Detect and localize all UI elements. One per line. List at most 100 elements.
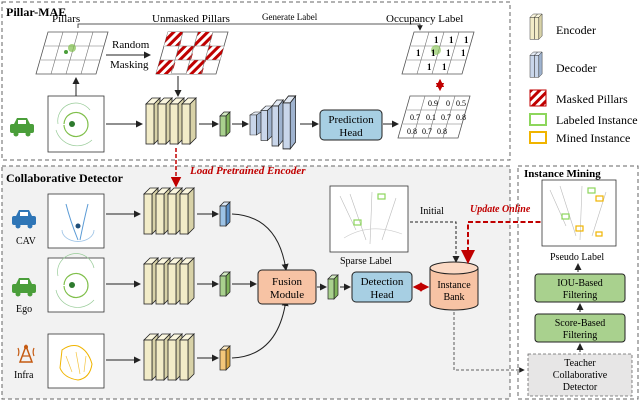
- instance-mining-panel: [517, 165, 639, 400]
- pred-cell: 0.8: [456, 113, 466, 122]
- lidar-thumbnail-cav: [47, 193, 105, 249]
- collaborative-detector-title: Collaborative Detector: [6, 171, 124, 185]
- detection-head: [351, 271, 413, 303]
- cav-label: CAV: [16, 236, 37, 247]
- occ-cell: 1: [416, 48, 421, 58]
- infra-tower-icon: [17, 343, 35, 363]
- unmasked-pillars-grid: [155, 31, 229, 75]
- instance-mining-title: Instance Mining: [524, 168, 601, 180]
- update-online-arrow: [461, 221, 548, 264]
- pred-cell: 0.7: [410, 113, 420, 122]
- decoder-pillar-mae: [249, 95, 297, 150]
- prediction-grid: 0.9 0 0.5 0.7 0.1 0.7 0.8 0.8 0.7 0.8: [397, 95, 471, 139]
- detection-label-2: Head: [370, 289, 394, 301]
- vehicle-icon: [10, 118, 34, 137]
- initial-label: Initial: [420, 206, 444, 217]
- mined-instance-icon: [529, 131, 547, 144]
- iou-label-1: IOU-Based: [557, 278, 603, 289]
- prediction-head-label-1: Prediction: [328, 114, 374, 126]
- pseudo-label-text: Pseudo Label: [550, 252, 604, 263]
- ego-label: Ego: [16, 304, 32, 315]
- lidar-thumbnail-pillar: [47, 95, 105, 153]
- infra-label: Infra: [14, 370, 34, 381]
- iou-label-2: Filtering: [563, 290, 597, 301]
- update-online-label: Update Online: [470, 204, 531, 215]
- generate-label-text: Generate Label: [262, 12, 318, 22]
- instance-bank-label-1: Instance: [437, 280, 471, 291]
- pred-cell: 0.1: [426, 113, 436, 122]
- cav-to-fusion-arrow: [231, 213, 289, 271]
- score-label-1: Score-Based: [555, 318, 606, 329]
- ego-car-icon: [12, 278, 36, 297]
- occupancy-grid: 1 1 1 1 1 1 1 1 1: [401, 31, 475, 75]
- pred-cell: 0.9: [428, 99, 438, 108]
- feature-block-pillar: [219, 111, 231, 137]
- legend-mined-label: Mined Instance: [556, 131, 630, 145]
- fusion-label-1: Fusion: [272, 276, 302, 288]
- feature-block-ego: [219, 271, 231, 297]
- instance-bank: [429, 261, 479, 311]
- lidar-thumbnail-ego: [47, 253, 105, 313]
- legend-labeled-label: Labeled Instance: [556, 113, 638, 127]
- pillar-mae-title: Pillar-MAE: [6, 5, 66, 19]
- occ-cell: 1: [461, 48, 466, 58]
- occ-cell: 1: [434, 35, 439, 45]
- pillar-mae-panel: [1, 1, 511, 161]
- unmasked-pillars-label: Unmasked Pillars: [152, 13, 230, 25]
- sparse-label-text: Sparse Label: [340, 256, 392, 267]
- masked-pillars-icon: [529, 89, 547, 107]
- pseudo-label-thumbnail: [541, 179, 617, 247]
- labeled-instance-icon: [529, 113, 547, 126]
- decoder-icon: [529, 51, 543, 78]
- prediction-head-label-2: Head: [339, 127, 363, 139]
- infra-to-fusion-arrow: [231, 299, 289, 359]
- score-label-2: Filtering: [563, 330, 597, 341]
- encoder-pillar-mae: [145, 97, 197, 145]
- occ-cell: 1: [446, 48, 451, 58]
- legend: Encoder Decoder Masked Pillars Labeled I…: [529, 13, 638, 145]
- feature-block-fused: [327, 274, 339, 300]
- pred-cell: 0.5: [456, 99, 466, 108]
- instance-bank-label-2: Bank: [443, 292, 464, 303]
- pred-cell: 0.8: [407, 127, 417, 136]
- cav-car-icon: [12, 210, 36, 229]
- legend-encoder-label: Encoder: [556, 23, 596, 37]
- pred-cell: 0: [446, 99, 450, 108]
- encoder-ego: [143, 257, 195, 305]
- encoder-infra: [143, 333, 195, 381]
- legend-masked-label: Masked Pillars: [556, 92, 628, 106]
- lidar-thumbnail-infra: [47, 333, 105, 389]
- pred-cell: 0.7: [422, 127, 432, 136]
- feature-block-cav: [219, 201, 231, 227]
- bank-to-teacher-line: [453, 312, 525, 373]
- teacher-detector-box: [527, 353, 633, 397]
- pillars-grid: [35, 31, 109, 75]
- pillars-label: Pillars: [52, 13, 80, 25]
- legend-decoder-label: Decoder: [556, 61, 597, 75]
- teacher-label-3: Detector: [563, 382, 598, 393]
- encoder-icon: [529, 13, 543, 40]
- occupancy-label-title: Occupancy Label: [386, 13, 463, 25]
- fusion-label-2: Module: [270, 289, 304, 301]
- occ-cell: 1: [442, 62, 447, 72]
- occ-cell: 1: [427, 62, 432, 72]
- score-filtering-box: [534, 313, 626, 343]
- sparse-label-thumbnail: [329, 185, 409, 253]
- teacher-label-1: Teacher: [564, 358, 596, 369]
- random-label: Random: [112, 39, 150, 51]
- generate-label-arrow: [77, 23, 423, 31]
- initial-arrow: [410, 221, 460, 263]
- fusion-module: [257, 269, 317, 305]
- iou-filtering-box: [534, 273, 626, 303]
- encoder-cav: [143, 187, 195, 235]
- masking-label: Masking: [110, 59, 149, 71]
- prediction-head: [319, 109, 383, 141]
- occ-cell: 1: [431, 48, 436, 58]
- occ-cell: 1: [449, 35, 454, 45]
- occ-cell: 1: [464, 35, 469, 45]
- teacher-label-2: Collaborative: [553, 370, 608, 381]
- pred-cell: 0.8: [437, 127, 447, 136]
- feature-block-infra: [219, 345, 231, 371]
- detection-label-1: Detection: [361, 276, 404, 288]
- pred-cell: 0.7: [441, 113, 451, 122]
